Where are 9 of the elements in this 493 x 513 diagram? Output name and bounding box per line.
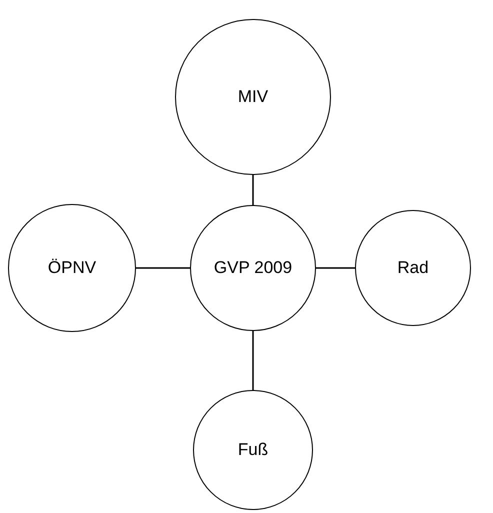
connector-line [316,267,355,269]
connector-line [136,267,190,269]
node-label: MIV [236,87,270,107]
connector-line [252,175,254,205]
node-label: Rad [396,258,430,278]
node-label: ÖPNV [46,258,98,278]
connector-line [252,331,254,390]
node-label: GVP 2009 [212,258,294,278]
node-label: Fuß [236,440,270,460]
